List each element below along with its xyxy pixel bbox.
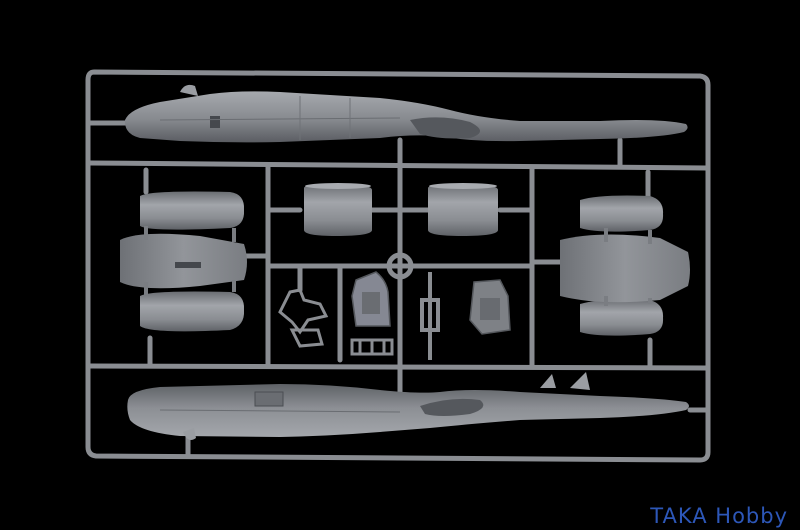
- engine-nacelle-right: [560, 195, 690, 336]
- seat-part: [351, 271, 391, 327]
- intake-left: [304, 183, 372, 236]
- strut-part: [420, 272, 440, 360]
- sprue-frame: [85, 69, 711, 463]
- gear-leg-parts: [278, 288, 329, 348]
- fuselage-right-half: [127, 372, 690, 440]
- sprue-hub: [386, 252, 414, 280]
- watermark-text: TAKA Hobby: [650, 504, 788, 528]
- intake-right: [428, 183, 498, 236]
- rack-part: [350, 338, 394, 356]
- fuselage-left-half: [124, 84, 688, 143]
- cockpit-tub-part: [469, 279, 511, 335]
- engine-nacelle-left: [120, 191, 247, 332]
